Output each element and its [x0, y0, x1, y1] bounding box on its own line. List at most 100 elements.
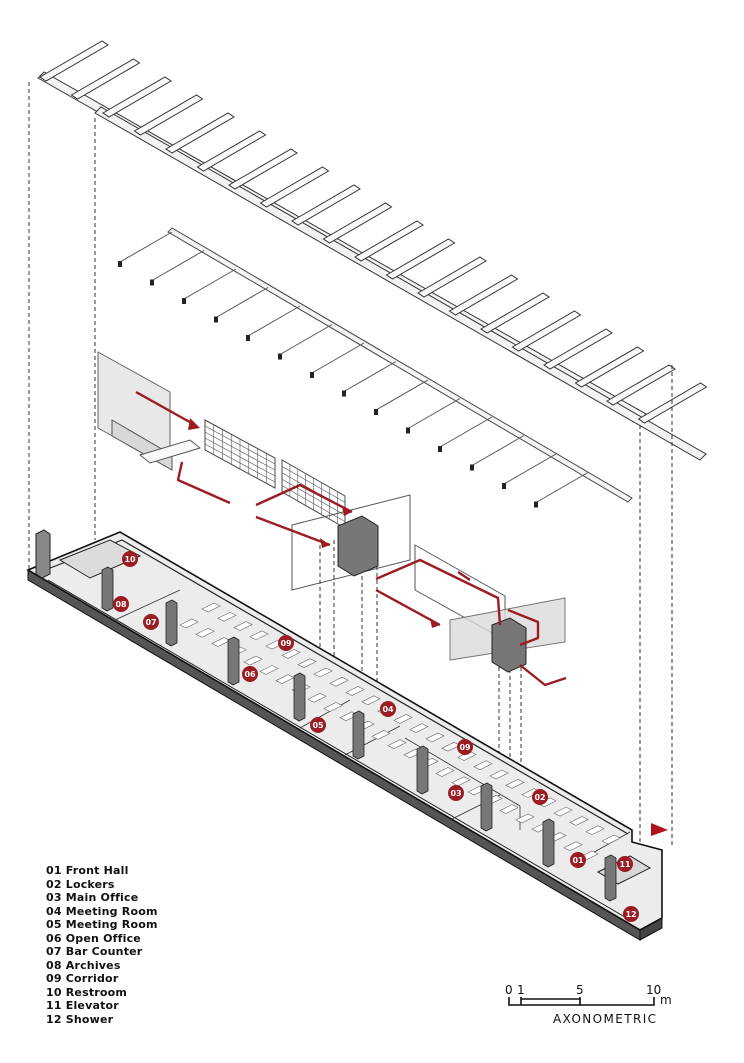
legend-item: 02 Lockers — [46, 877, 115, 891]
light-fixture — [278, 353, 282, 360]
roof-beam — [574, 346, 645, 388]
desk — [307, 692, 327, 703]
roof-beam-grid — [37, 40, 708, 461]
roof-beam — [606, 364, 676, 406]
svg-text:11: 11 — [619, 860, 631, 869]
roof-beam — [39, 40, 109, 82]
desk — [179, 618, 199, 629]
grille-line — [281, 485, 346, 522]
roof-beam — [480, 292, 550, 334]
light-fixture — [406, 427, 410, 434]
grille-line — [204, 431, 276, 471]
light-fixture — [342, 390, 346, 397]
legend-item: 03 Main Office — [46, 891, 139, 904]
desk — [515, 813, 535, 824]
light-fixture — [118, 261, 122, 267]
grille-line — [204, 425, 276, 465]
desk — [499, 804, 519, 814]
light-rail — [407, 398, 461, 429]
desk — [313, 667, 333, 678]
room-badge: 07 — [143, 614, 159, 630]
legend-item: 01 Front Hall — [46, 864, 129, 877]
desk — [387, 739, 407, 749]
legend-item: 04 Meeting Room — [46, 904, 158, 918]
svg-text:07: 07 — [145, 618, 156, 627]
light-rail — [119, 231, 173, 263]
svg-text:03: 03 — [450, 789, 461, 798]
desk — [409, 723, 429, 733]
desk — [323, 702, 343, 712]
desk — [553, 806, 573, 817]
roof-beam — [228, 148, 298, 190]
light-rail — [215, 287, 269, 318]
lighting-rail-grid — [118, 227, 633, 508]
light-rail — [183, 268, 237, 300]
roof-beam — [291, 184, 361, 226]
desk — [243, 655, 263, 666]
room-badge: 12 — [623, 906, 639, 922]
scale-bar: 0 1 5 10 m AXONOMETRIC — [505, 983, 672, 1026]
scale-tick-label: 1 — [517, 983, 525, 997]
roof-beam — [354, 220, 424, 262]
structural-column — [227, 636, 240, 686]
desk — [345, 686, 365, 696]
svg-text:12: 12 — [625, 910, 636, 919]
grille-line — [281, 466, 346, 503]
room-badge: 11 — [617, 856, 633, 872]
desk — [563, 841, 583, 852]
svg-text:06: 06 — [244, 670, 256, 679]
room-badge: 05 — [310, 717, 326, 733]
desk — [297, 658, 317, 669]
svg-text:10: 10 — [124, 555, 136, 564]
svg-text:09: 09 — [280, 639, 292, 648]
desk — [201, 602, 221, 613]
scale-title: AXONOMETRIC — [553, 1012, 657, 1026]
floor-plan — [26, 529, 668, 941]
scale-tick-label: 10 — [646, 983, 661, 997]
room-badge: 01 — [570, 852, 586, 868]
desk — [217, 611, 237, 622]
room-badges: 10 08 07 09 06 05 04 09 03 02 01 11 12 — [113, 551, 639, 922]
desk — [425, 732, 445, 743]
svg-text:04: 04 — [382, 705, 394, 714]
roof-beam — [448, 274, 519, 316]
structural-column — [480, 782, 493, 832]
scale-unit: m — [660, 993, 672, 1007]
legend-item: 12 Shower — [46, 1012, 114, 1026]
light-fixture — [470, 464, 474, 471]
roof-beam — [102, 76, 172, 118]
desk — [435, 767, 455, 777]
desk — [281, 649, 301, 659]
room-badge: 10 — [122, 551, 138, 567]
room-badge: 03 — [448, 785, 464, 801]
light-rail — [311, 342, 365, 374]
desk — [233, 621, 253, 631]
structural-column — [604, 854, 617, 902]
light-fixture — [534, 501, 538, 508]
roof-beam — [70, 58, 141, 100]
roof-beam — [417, 256, 487, 298]
light-fixture — [246, 335, 250, 341]
light-rail — [247, 305, 301, 337]
desk — [249, 630, 269, 641]
desk — [195, 627, 215, 638]
north-arrow-icon — [651, 823, 668, 836]
light-rail — [375, 379, 429, 411]
room-badge: 04 — [380, 701, 396, 717]
legend-item: 08 Archives — [46, 958, 121, 972]
desk — [329, 676, 349, 687]
structural-column — [416, 745, 429, 795]
roof-beam — [322, 202, 393, 244]
legend-item: 05 Meeting Room — [46, 918, 158, 931]
light-fixture — [438, 446, 442, 452]
svg-text:08: 08 — [115, 600, 127, 609]
desk — [451, 776, 471, 787]
grille-line — [281, 478, 346, 516]
structural-column — [293, 672, 306, 722]
light-rail — [343, 361, 397, 392]
light-fixture — [310, 372, 314, 378]
structural-column — [165, 599, 178, 647]
grille-line — [204, 437, 276, 477]
